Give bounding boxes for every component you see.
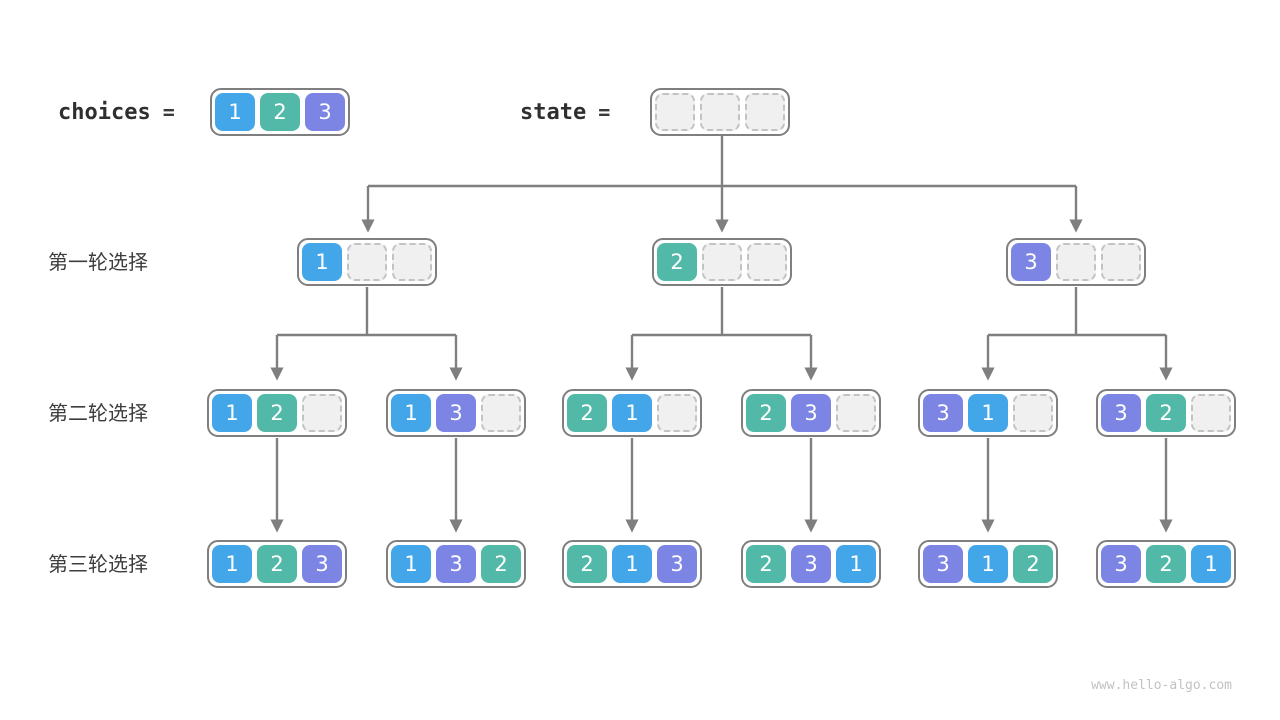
array-cell: [481, 394, 521, 432]
array-cell: 1: [212, 394, 252, 432]
array-cell: [745, 93, 785, 131]
array-cell: 1: [612, 545, 652, 583]
array-cell: 1: [391, 545, 431, 583]
state-array-root: [650, 88, 790, 136]
choices-caption: choices =: [58, 97, 175, 127]
round-3-label: 第三轮选择: [48, 554, 148, 576]
array-cell: 2: [481, 545, 521, 583]
array-cell: 1: [212, 545, 252, 583]
array-cell: 2: [657, 243, 697, 281]
round-2-label: 第二轮选择: [48, 403, 148, 425]
array-cell: 3: [302, 545, 342, 583]
array-cell: 2: [746, 394, 786, 432]
state-array-r1-b2: 2: [652, 238, 792, 286]
array-cell: 1: [612, 394, 652, 432]
state-array-r3-b3: 2 1 3: [562, 540, 702, 588]
array-cell: 2: [1146, 545, 1186, 583]
array-cell: 2: [1146, 394, 1186, 432]
array-cell: 3: [305, 93, 345, 131]
array-cell: [747, 243, 787, 281]
array-cell: [657, 394, 697, 432]
state-array-r2-b2: 1 3: [386, 389, 526, 437]
array-cell: [700, 93, 740, 131]
array-cell: 1: [391, 394, 431, 432]
state-array-r2-b6: 3 2: [1096, 389, 1236, 437]
array-cell: 1: [968, 394, 1008, 432]
array-cell: 1: [968, 545, 1008, 583]
equals-sign: =: [598, 100, 611, 124]
array-cell: 2: [257, 394, 297, 432]
array-cell: 3: [791, 545, 831, 583]
round-1-label: 第一轮选择: [48, 252, 148, 274]
state-array-r1-b1: 1: [297, 238, 437, 286]
equals-sign: =: [162, 100, 175, 124]
state-array-r2-b4: 2 3: [741, 389, 881, 437]
array-cell: 1: [1191, 545, 1231, 583]
array-cell: 2: [746, 545, 786, 583]
state-array-r3-b1: 1 2 3: [207, 540, 347, 588]
array-cell: 1: [302, 243, 342, 281]
array-cell: 2: [260, 93, 300, 131]
array-cell: [347, 243, 387, 281]
array-cell: [702, 243, 742, 281]
array-cell: 1: [215, 93, 255, 131]
array-cell: [655, 93, 695, 131]
array-cell: [1013, 394, 1053, 432]
choices-array: 1 2 3: [210, 88, 350, 136]
array-cell: 2: [567, 545, 607, 583]
state-array-r1-b3: 3: [1006, 238, 1146, 286]
site-watermark: www.hello-algo.com: [1091, 678, 1232, 693]
array-cell: 2: [567, 394, 607, 432]
array-cell: 3: [657, 545, 697, 583]
array-cell: 3: [436, 545, 476, 583]
array-cell: 1: [836, 545, 876, 583]
array-cell: 3: [436, 394, 476, 432]
state-label: state: [520, 99, 587, 125]
state-array-r2-b5: 3 1: [918, 389, 1058, 437]
choices-label: choices: [58, 99, 151, 125]
state-array-r3-b6: 3 2 1: [1096, 540, 1236, 588]
array-cell: 2: [1013, 545, 1053, 583]
array-cell: [836, 394, 876, 432]
array-cell: [1191, 394, 1231, 432]
state-array-r3-b5: 3 1 2: [918, 540, 1058, 588]
array-cell: 3: [1011, 243, 1051, 281]
state-array-r2-b3: 2 1: [562, 389, 702, 437]
array-cell: 3: [1101, 545, 1141, 583]
array-cell: 3: [923, 394, 963, 432]
state-array-r3-b2: 1 3 2: [386, 540, 526, 588]
array-cell: 2: [257, 545, 297, 583]
array-cell: [1101, 243, 1141, 281]
state-array-r2-b1: 1 2: [207, 389, 347, 437]
array-cell: [1056, 243, 1096, 281]
array-cell: [302, 394, 342, 432]
array-cell: [392, 243, 432, 281]
array-cell: 3: [923, 545, 963, 583]
state-caption: state =: [520, 97, 610, 127]
state-array-r3-b4: 2 3 1: [741, 540, 881, 588]
array-cell: 3: [1101, 394, 1141, 432]
array-cell: 3: [791, 394, 831, 432]
